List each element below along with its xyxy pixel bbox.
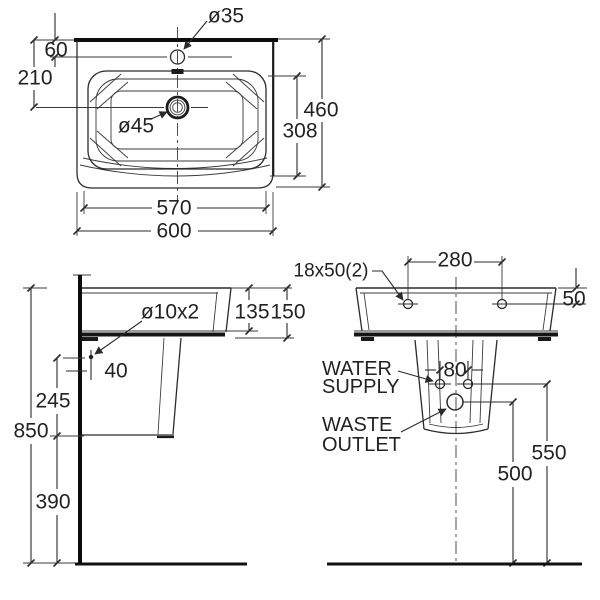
shroud-front-outer — [172, 337, 182, 435]
bowl-corner-facets — [89, 73, 265, 167]
basin-outline — [76, 41, 274, 189]
dim-rear-to-drain: 210 — [17, 67, 52, 90]
dim-supply-height: 550 — [531, 442, 566, 465]
side-view — [73, 274, 292, 565]
dim-rim-to-floor: 850 — [13, 420, 48, 443]
dim-rim-height: 150 — [270, 301, 305, 324]
waste-outlet-leader — [400, 408, 447, 433]
dim-inner-width: 570 — [156, 197, 191, 220]
dim-rim-to-hole: 50 — [562, 288, 585, 311]
dim-overall-width: 600 — [156, 220, 191, 243]
bowl-mid — [95, 78, 259, 162]
faucet-hole — [169, 49, 186, 65]
dim-hole-to-shroud: 245 — [35, 390, 70, 413]
dim-waste-height: 500 — [497, 463, 532, 486]
fixing-holes — [398, 298, 586, 310]
dim-faucet-dia: ø35 — [208, 5, 244, 28]
dim-rear-to-faucet: 60 — [44, 39, 67, 62]
fixing-hole-leader — [94, 320, 143, 355]
dim-supply-spacing: 80 — [443, 359, 466, 382]
plan-view — [36, 27, 278, 201]
bowl-outer — [87, 70, 267, 170]
waste-outlet-hole — [446, 393, 514, 411]
water-supply-label-2: SUPPLY — [322, 376, 399, 398]
dim-fixing-hole: ø10x2 — [141, 301, 199, 324]
waste-outlet-label-1: WASTE — [322, 414, 392, 436]
front-view — [354, 277, 586, 563]
dim-rim-height-inner: 135 — [234, 301, 269, 324]
water-supply-label-1: WATER — [322, 358, 392, 380]
faucet-dia-leader — [183, 20, 208, 50]
wall-bracket — [82, 337, 98, 341]
fixing-holes-leader — [372, 270, 404, 301]
dim-fixing-holes: 18x50(2) — [294, 261, 369, 282]
basin-front-face — [225, 287, 232, 333]
dim-shroud-to-floor: 390 — [35, 491, 70, 514]
dim-hole-spacing: 280 — [437, 249, 472, 272]
bowl-floor — [110, 90, 244, 150]
plan-dimensions: ø35 60 210 ø45 460 308 570 600 — [17, 5, 338, 243]
overflow-slot — [171, 69, 184, 74]
dim-drain-dia: ø45 — [118, 115, 154, 138]
drain — [165, 95, 190, 120]
side-dimensions: ø10x2 135 150 40 245 850 390 — [13, 283, 306, 568]
dim-bowl-depth: 308 — [282, 120, 317, 143]
waste-outlet-label-2: OUTLET — [322, 434, 401, 456]
dim-wall-to-hole: 40 — [104, 360, 127, 383]
dim-overall-depth: 460 — [303, 99, 338, 122]
basin-front-curve — [79, 164, 271, 177]
water-supply-holes — [429, 378, 548, 390]
drain-dia-leader — [150, 111, 168, 120]
front-dimensions: 18x50(2) 280 50 80 WATER SUPPLY WASTE OU… — [294, 249, 587, 568]
water-supply-leader — [397, 370, 434, 383]
